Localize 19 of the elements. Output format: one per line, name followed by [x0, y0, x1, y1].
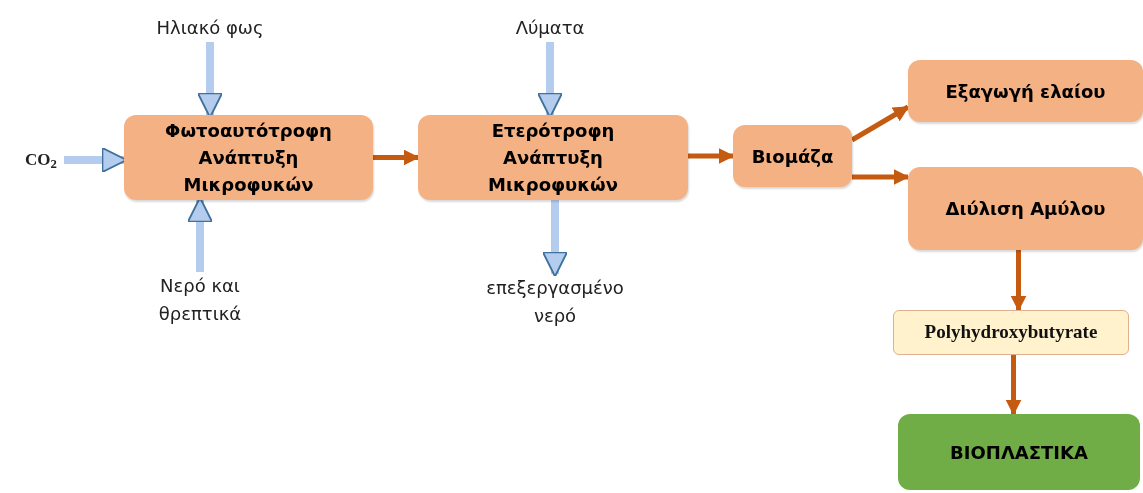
process-box: Διύλιση Αμύλου: [908, 167, 1143, 250]
output-box: ΒΙΟΠΛΑΣΤΙΚΑ: [898, 414, 1140, 490]
arrow: [1010, 250, 1027, 312]
arrow: [1005, 355, 1022, 416]
process-box: Βιομάζα: [733, 125, 852, 187]
arrow: [373, 149, 420, 166]
arrow: [852, 169, 910, 185]
arrow: [688, 148, 735, 164]
process-box: Ετερότροφη Ανάπτυξη Μικροφυκών: [418, 115, 688, 200]
arrow: [850, 104, 910, 143]
input-label: Λύματα: [505, 14, 595, 42]
input-label: CO$_{2}$: [18, 146, 64, 174]
input-label: Νερό και θρεπτικά: [140, 272, 260, 328]
arrow: [542, 200, 568, 278]
process-box: Φωτοαυτότροφη Ανάπτυξη Μικροφυκών: [124, 115, 373, 200]
input-label: επεξεργασμένο νερό: [480, 274, 630, 330]
process-box: Εξαγωγή ελαίου: [908, 60, 1143, 122]
product-box: Polyhydroxybutyrate: [893, 310, 1129, 355]
input-label: Ηλιακό φως: [135, 14, 285, 42]
